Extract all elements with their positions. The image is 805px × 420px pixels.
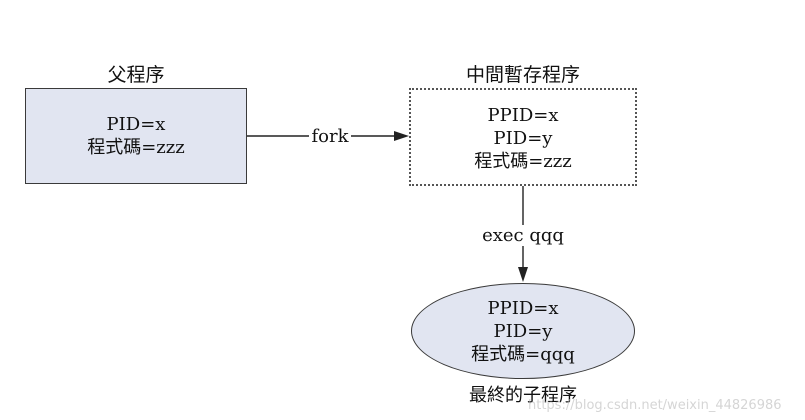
exec-arrow-head (518, 267, 528, 282)
child-title: 最終的子程序 (469, 385, 577, 406)
parent-pid: PID=x (106, 114, 166, 135)
child-ppid: PPID=x (487, 297, 559, 319)
parent-title: 父程序 (107, 64, 165, 86)
parent-process-box: PID=x 程式碼=zzz (25, 88, 247, 184)
child-pid: PID=y (493, 320, 553, 342)
fork-label: fork (304, 125, 356, 148)
exec-label-text: exec qqq (480, 225, 566, 246)
child-code: 程式碼=qqq (471, 343, 575, 365)
watermark: https://blog.csdn.net/weixin_44826986 (528, 398, 782, 413)
temp-title: 中間暫存程序 (465, 64, 580, 86)
fork-arrow-head (394, 131, 409, 141)
temp-pid: PID=y (493, 127, 553, 149)
fork-label-text: fork (309, 126, 351, 147)
exec-label: exec qqq (473, 224, 573, 247)
temp-code: 程式碼=zzz (474, 150, 572, 172)
child-process-oval: PPID=x PID=y 程式碼=qqq (411, 283, 635, 379)
parent-code: 程式碼=zzz (87, 137, 185, 158)
temp-ppid: PPID=x (487, 104, 559, 126)
temp-process-box: PPID=x PID=y 程式碼=zzz (409, 88, 637, 186)
